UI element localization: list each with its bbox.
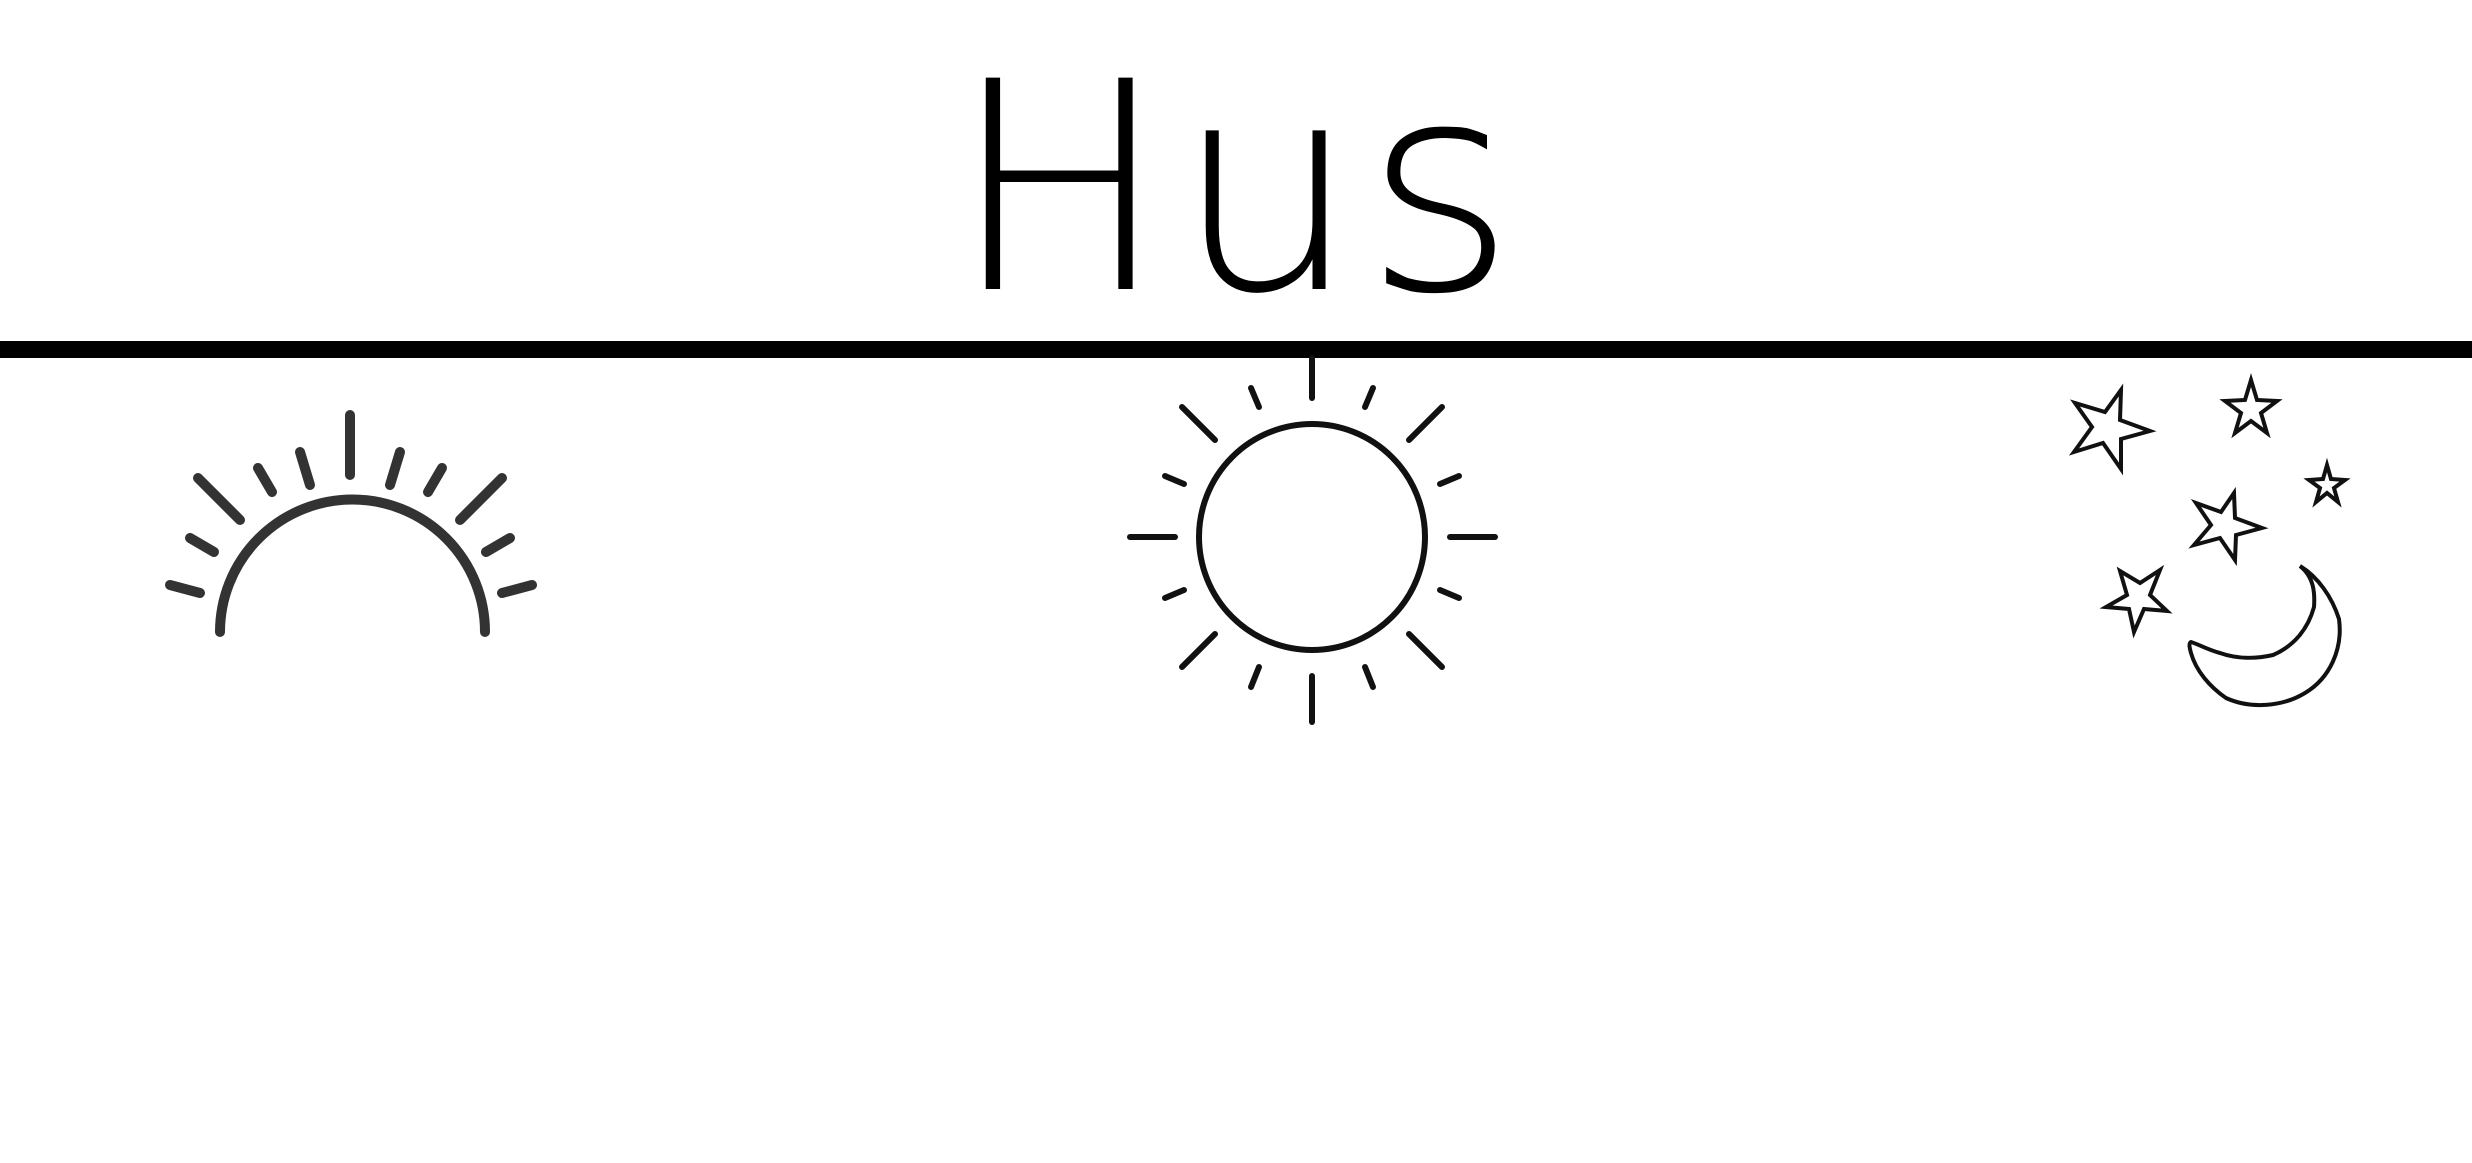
page-title: Hus bbox=[950, 21, 1522, 358]
divider bbox=[0, 341, 2472, 358]
sun-icon bbox=[1127, 355, 1498, 725]
sunrise-icon bbox=[165, 410, 537, 637]
moon-stars-icon bbox=[2068, 373, 2351, 708]
